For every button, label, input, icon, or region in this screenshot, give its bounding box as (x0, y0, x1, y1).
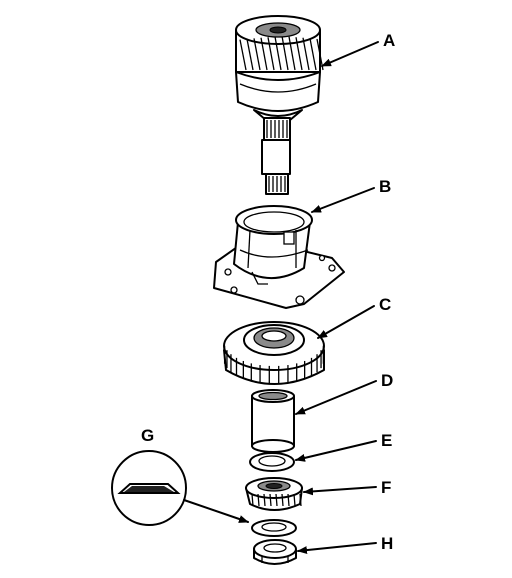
part-d-sleeve (251, 389, 295, 453)
detail-g-callout (111, 450, 187, 526)
leader-lines (183, 41, 379, 555)
label-h: H (381, 534, 393, 553)
label-f: F (381, 478, 391, 497)
part-e-washer (249, 452, 295, 472)
label-b: B (379, 177, 391, 196)
part-f-roller-bearing (245, 477, 303, 511)
part-c-ring-gear (223, 321, 325, 385)
label-a: A (383, 31, 395, 50)
part-spring-washer (251, 519, 297, 537)
part-a-pinion-shaft (235, 15, 324, 195)
part-b-carrier-housing (213, 205, 345, 309)
label-c: C (379, 295, 391, 314)
part-h-nut (253, 539, 297, 565)
label-g: G (141, 426, 154, 445)
label-d: D (381, 371, 393, 390)
label-e: E (381, 431, 392, 450)
